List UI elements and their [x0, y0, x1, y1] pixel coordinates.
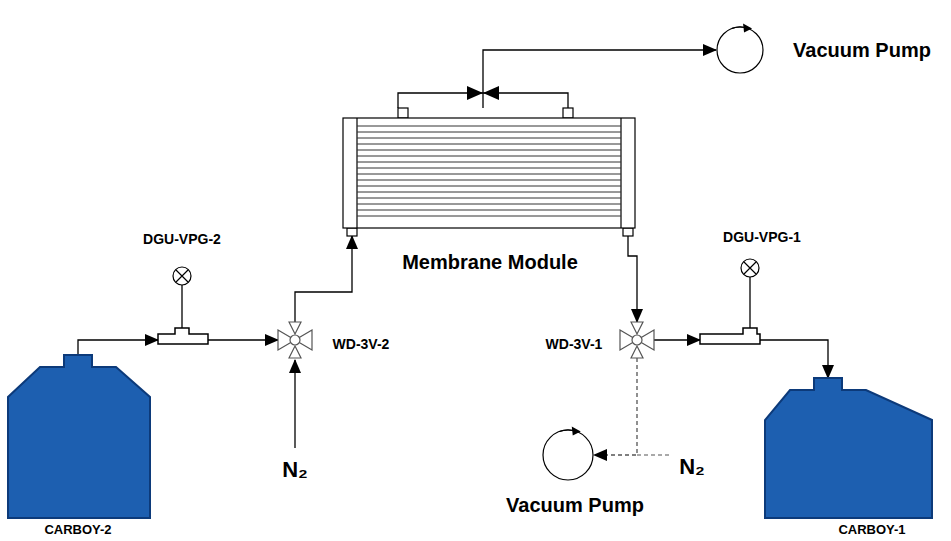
- gas-label: N₂: [282, 458, 308, 482]
- pipe-connector: [483, 50, 716, 108]
- three-way-valve: WD-3V-1: [620, 322, 654, 358]
- pipe-connector: [208, 339, 278, 340]
- vacuum-pump: Vacuum Pump: [542, 429, 594, 481]
- fiber-line: [357, 138, 621, 139]
- fiber-line: [357, 156, 621, 157]
- carboy-body: [765, 378, 932, 518]
- module-nozzle: [347, 228, 357, 236]
- three-way-valve: WD-3V-2: [278, 322, 312, 358]
- gas-label: N₂: [679, 455, 705, 479]
- vacuum-pump: Vacuum Pump: [716, 26, 764, 74]
- fiber-line: [357, 162, 621, 163]
- vacuum-pump-shape: [542, 429, 594, 481]
- module-nozzle: [563, 108, 573, 118]
- pump-casing: [543, 430, 593, 480]
- gauge-stem: [181, 285, 182, 328]
- pipe-connector: [295, 236, 352, 322]
- component-label: CARBOY-2: [44, 523, 111, 537]
- carboy-body: [8, 355, 150, 518]
- module-nozzle: [623, 228, 633, 236]
- carboy-shape: [765, 378, 932, 518]
- rotation-arrow: [743, 23, 752, 32]
- component-label: DGU-VPG-1: [723, 230, 801, 245]
- pressure-gauge: DGU-VPG-1: [700, 258, 760, 350]
- module-header: [356, 118, 357, 228]
- module-shell: [343, 118, 635, 228]
- fiber-line: [357, 174, 621, 175]
- fiber-line: [357, 150, 621, 151]
- component-label: Membrane Module: [402, 251, 578, 273]
- nitrogen-feed-line: [294, 360, 295, 448]
- three-way-valve-shape: [278, 322, 312, 358]
- fiber-line: [357, 144, 621, 145]
- membrane-module-shape: [343, 108, 635, 236]
- component-label: Vacuum Pump: [793, 39, 931, 61]
- valve-core: [290, 335, 300, 345]
- fiber-line: [357, 192, 621, 193]
- gauge-cross: [744, 262, 756, 274]
- component-label: WD-3V-1: [546, 337, 603, 352]
- fiber-line: [357, 186, 621, 187]
- tee-fitting: [158, 328, 208, 344]
- gauge-stem: [749, 277, 750, 328]
- pressure-gauge: DGU-VPG-2: [158, 266, 208, 350]
- fiber-line: [357, 180, 621, 181]
- fiber-line: [357, 168, 621, 169]
- pipe-connector: [760, 340, 828, 378]
- pipe-connector: [78, 340, 158, 355]
- component-label: Vacuum Pump: [506, 494, 644, 516]
- valve-core: [632, 335, 642, 345]
- pressure-gauge-shape: [158, 266, 208, 350]
- pipe-connector: [594, 358, 637, 455]
- pressure-gauge-shape: [700, 258, 760, 350]
- component-label: WD-3V-2: [333, 337, 390, 352]
- pipe-connector: [654, 339, 700, 340]
- fiber-line: [357, 198, 621, 199]
- fiber-line: [357, 126, 621, 127]
- carboy: CARBOY-2: [8, 355, 150, 518]
- fiber-line: [357, 204, 621, 205]
- valve-port: [289, 322, 301, 358]
- carboy-shape: [8, 355, 150, 518]
- carboy: CARBOY-1: [765, 378, 932, 518]
- valve-port: [631, 322, 643, 358]
- gauge-dial: [741, 259, 759, 277]
- pipe-connector: [628, 236, 637, 322]
- three-way-valve-shape: [620, 322, 654, 358]
- pump-casing: [717, 27, 763, 73]
- component-label: DGU-VPG-2: [143, 232, 221, 247]
- membrane-module: Membrane Module: [343, 108, 635, 236]
- rotation-arrow: [572, 427, 581, 436]
- nitrogen-dashed-line: [637, 454, 672, 455]
- gauge-cross: [176, 270, 188, 282]
- module-header: [620, 118, 621, 228]
- fiber-line: [357, 216, 621, 217]
- component-label: CARBOY-1: [838, 523, 905, 537]
- fiber-line: [357, 132, 621, 133]
- vacuum-pump-shape: [716, 26, 764, 74]
- gauge-dial: [173, 267, 191, 285]
- fiber-line: [357, 210, 621, 211]
- module-nozzle: [398, 108, 408, 118]
- tee-fitting: [700, 328, 760, 344]
